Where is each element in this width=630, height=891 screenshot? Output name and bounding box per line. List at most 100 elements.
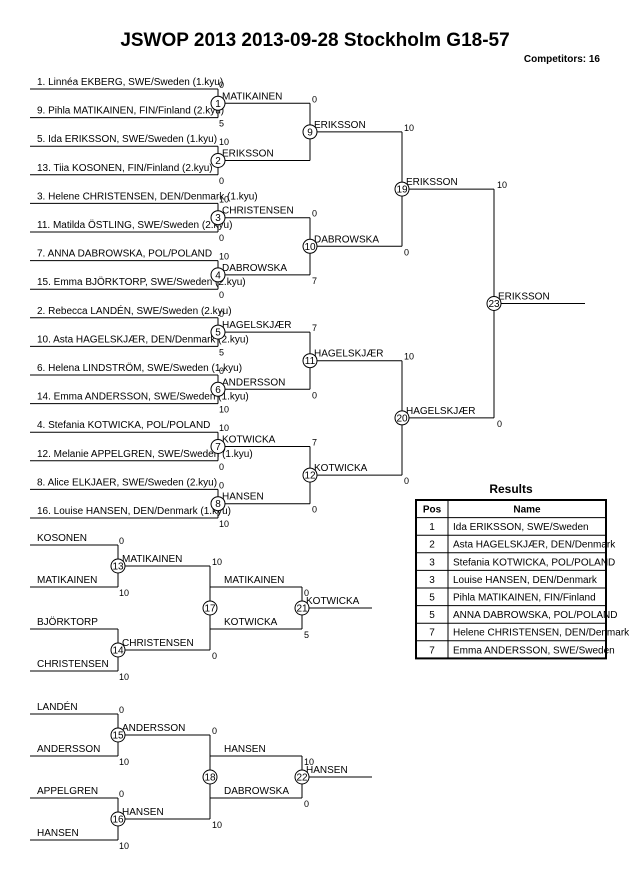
round2-score: 0 — [404, 247, 409, 257]
repechage-a-semi-top-name: MATIKAINEN — [224, 575, 284, 586]
round3-match-circle — [394, 181, 410, 197]
entry-score: 5 — [219, 119, 224, 129]
round1-match-winner: HANSEN — [222, 492, 264, 503]
repechage-b-entrant-score: 10 — [119, 757, 129, 767]
round2-score: 10 — [404, 352, 414, 362]
round1-score: 0 — [312, 390, 317, 400]
results-title: Results — [489, 482, 533, 496]
round2-match-winner: ERIKSSON — [314, 120, 366, 131]
round3-match-circle-number: 19 — [396, 185, 408, 196]
round3-score: 10 — [497, 180, 507, 190]
repechage-a-entrant-score: 10 — [119, 672, 129, 682]
repechage-a-r1-match-circle — [110, 642, 126, 658]
repechage-a-semi-match-circle — [202, 600, 218, 616]
repechage-b-semi-score: 0 — [304, 799, 309, 809]
round2-match-circle-number: 10 — [304, 242, 316, 253]
entry-score: 10 — [219, 519, 229, 529]
results-pos: 3 — [429, 575, 435, 586]
repechage-a-entrant: KOSONEN — [37, 533, 87, 544]
results-name: ANNA DABROWSKA, POL/POLAND — [453, 610, 618, 621]
results-name: Helene CHRISTENSEN, DEN/Denmark — [453, 628, 630, 639]
entry-score: 10 — [219, 423, 229, 433]
repechage-b-r1-score: 10 — [212, 820, 222, 830]
entry-score: 0 — [219, 462, 224, 472]
results-pos: 5 — [429, 593, 435, 604]
repechage-b-semi-match-circle — [202, 769, 218, 785]
repechage-a-r1-match-circle-number: 14 — [112, 646, 124, 657]
round1-match-winner: ERIKSSON — [222, 149, 274, 160]
repechage-a-semi-score: 5 — [304, 630, 309, 640]
entry-label: 7. ANNA DABROWSKA, POL/POLAND — [37, 249, 212, 260]
entry-score: 0 — [219, 309, 224, 319]
round1-match-circle-number: 3 — [215, 213, 221, 224]
round2-match-circle-number: 12 — [304, 471, 316, 482]
round1-match-circle-number: 1 — [215, 99, 221, 110]
round1-score: 0 — [312, 505, 317, 515]
repechage-b-r1-match-circle-number: 15 — [112, 731, 124, 742]
repechage-b-r1-match-circle — [110, 811, 126, 827]
entry-score: 0 — [219, 290, 224, 300]
round2-match-winner: DABROWSKA — [314, 234, 379, 245]
entry-score: 10 — [219, 405, 229, 415]
round1-match-circle — [210, 95, 226, 111]
repechage-b-semi-match-circle-number: 18 — [204, 773, 216, 784]
entry-label: 5. Ida ERIKSSON, SWE/Sweden (1.kyu) — [37, 134, 217, 145]
entry-label: 16. Louise HANSEN, DEN/Denmark (1.kyu) — [37, 506, 231, 517]
repechage-b-semi-score: 10 — [304, 757, 314, 767]
results-name: Louise HANSEN, DEN/Denmark — [453, 575, 598, 586]
repechage-a-semi-score: 0 — [304, 588, 309, 598]
results-name: Ida ERIKSSON, SWE/Sweden — [453, 522, 589, 533]
repechage-b-entrant-score: 0 — [119, 789, 124, 799]
entry-score: 0 — [219, 176, 224, 186]
repechage-b-final-match-circle-number: 22 — [296, 773, 308, 784]
results-header-name: Name — [513, 505, 541, 516]
repechage-a-semi-match-circle-number: 17 — [204, 604, 216, 615]
repechage-a-final-match-circle-number: 21 — [296, 604, 308, 615]
repechage-a-r1-score: 10 — [212, 557, 222, 567]
competitors-count: Competitors: 16 — [524, 54, 601, 65]
round1-score: 7 — [312, 323, 317, 333]
repechage-b-r1-match-winner: HANSEN — [122, 807, 164, 818]
repechage-b-r1-score: 0 — [212, 726, 217, 736]
results-name: Asta HAGELSKJÆR, DEN/Denmark — [453, 540, 616, 551]
bracket-marks: 1. Linnéa EKBERG, SWE/Sweden (1.kyu)09. … — [37, 77, 630, 851]
round2-match-circle — [302, 124, 318, 140]
final-match-winner: ERIKSSON — [498, 292, 550, 303]
entry-label: 15. Emma BJÖRKTORP, SWE/Sweden (2.kyu) — [37, 276, 246, 288]
round1-score: 0 — [312, 209, 317, 219]
results-header-pos: Pos — [423, 505, 442, 516]
repechage-b-r1-match-winner: ANDERSSON — [122, 723, 185, 734]
results-pos: 1 — [429, 522, 435, 533]
repechage-a-r1-match-circle — [110, 558, 126, 574]
round2-match-winner: KOTWICKA — [314, 463, 368, 474]
entry-label: 6. Helena LINDSTRÖM, SWE/Sweden (1.kyu) — [37, 362, 242, 374]
repechage-a-entrant: CHRISTENSEN — [37, 659, 109, 670]
entry-score: 0 — [219, 480, 224, 490]
round1-match-winner: CHRISTENSEN — [222, 206, 294, 217]
results-name: Emma ANDERSSON, SWE/Sweden — [453, 645, 615, 656]
repechage-a-entrant: MATIKAINEN — [37, 575, 97, 586]
round2-match-circle — [302, 353, 318, 369]
entry-label: 10. Asta HAGELSKJÆR, DEN/Denmark (2.kyu) — [37, 334, 249, 345]
results-pos: 7 — [429, 645, 435, 656]
entry-label: 14. Emma ANDERSSON, SWE/Sweden (1.kyu) — [37, 392, 249, 403]
repechage-b-semi-bottom-name: DABROWSKA — [224, 786, 289, 797]
round1-match-winner: ANDERSSON — [222, 377, 285, 388]
round1-match-circle-number: 7 — [215, 442, 221, 453]
round3-match-circle — [394, 410, 410, 426]
round1-match-circle — [210, 324, 226, 340]
repechage-b-final-match-winner: HANSEN — [306, 765, 348, 776]
repechage-a-final-match-circle — [294, 600, 310, 616]
repechage-b-entrant: HANSEN — [37, 828, 79, 839]
repechage-a-final-match-winner: KOTWICKA — [306, 596, 360, 607]
entry-score: 0 — [219, 80, 224, 90]
round1-match-circle-number: 8 — [215, 499, 221, 510]
entry-label: 11. Matilda ÖSTLING, SWE/Sweden (2.kyu) — [37, 219, 232, 231]
results-name: Pihla MATIKAINEN, FIN/Finland — [453, 593, 596, 604]
round1-score: 0 — [312, 94, 317, 104]
entry-label: 12. Melanie APPELGREN, SWE/Sweden (1.kyu… — [37, 449, 253, 460]
repechage-a-entrant-score: 0 — [119, 536, 124, 546]
repechage-a-entrant-score: 10 — [119, 588, 129, 598]
repechage-a-r1-score: 0 — [212, 651, 217, 661]
repechage-b-entrant: APPELGREN — [37, 786, 98, 797]
